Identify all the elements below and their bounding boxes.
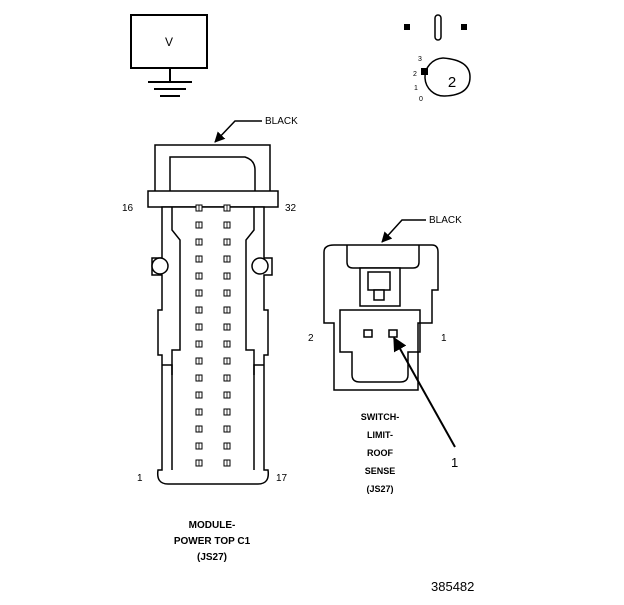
callout-leader [393, 336, 456, 448]
selector-lobe [442, 57, 471, 97]
small-caption-line: SENSE [364, 466, 396, 476]
main-connector-bump-right [251, 257, 269, 275]
main-connector-body [151, 206, 273, 485]
selector-mark-0: 0 [419, 96, 423, 103]
main-pin-17-label: 17 [276, 473, 288, 484]
meter-symbol: V [165, 35, 173, 49]
main-caption-line: MODULE- [188, 520, 236, 531]
small-connector-cavity-2 [363, 329, 373, 338]
small-caption-line: LIMIT- [367, 430, 393, 440]
callout-number: 1 [451, 455, 458, 470]
voltmeter-icon [130, 14, 208, 97]
main-caption-line: (JS27) [196, 552, 227, 563]
selector-slot [434, 14, 442, 41]
selector-mark-2: 2 [413, 71, 417, 78]
selector-mark-1: 1 [414, 85, 418, 92]
main-connector-flange [147, 190, 279, 208]
small-connector [323, 244, 439, 391]
small-pin-1-label: 1 [441, 333, 447, 344]
main-connector-step-left [162, 364, 173, 375]
small-caption-line: SWITCH- [360, 412, 400, 422]
small-connector-latch-window [367, 271, 391, 291]
main-connector [147, 144, 279, 485]
selector-dot-left [404, 24, 410, 30]
selector-pointer [421, 68, 428, 75]
rotary-selector-icon [404, 14, 471, 97]
figure-id: 385482 [431, 579, 475, 594]
main-connector-caption: MODULE- POWER TOP C1 (JS27) [150, 520, 274, 564]
small-connector-face [339, 309, 421, 383]
selector-callout: 2 [448, 74, 456, 91]
small-connector-caption: SWITCH- LIMIT- ROOF SENSE (JS27) [344, 411, 416, 495]
small-caption-line: (JS27) [366, 484, 394, 494]
small-connector-latch-tab [373, 289, 385, 301]
small-connector-body [323, 244, 439, 391]
selector-mark-3: 3 [418, 56, 422, 63]
main-connector-hood-inner [169, 156, 256, 191]
main-connector-pin-grid [195, 204, 231, 467]
small-caption-line: ROOF [367, 448, 393, 458]
selector-arc [424, 57, 446, 97]
small-connector-color-label: BLACK [429, 215, 462, 226]
small-connector-arrow [381, 219, 426, 243]
main-caption-line: POWER TOP C1 [173, 536, 251, 547]
small-connector-cavity-1 [388, 329, 398, 338]
main-connector-arrow [214, 120, 262, 143]
main-connector-color-label: BLACK [265, 116, 298, 127]
main-connector-bump-left [151, 257, 169, 275]
main-pin-32-label: 32 [285, 203, 297, 214]
main-connector-step-right [253, 364, 264, 375]
selector-dot-right [461, 24, 467, 30]
main-pin-1-label: 1 [137, 473, 143, 484]
main-pin-16-label: 16 [122, 203, 134, 214]
small-pin-2-label: 2 [308, 333, 314, 344]
